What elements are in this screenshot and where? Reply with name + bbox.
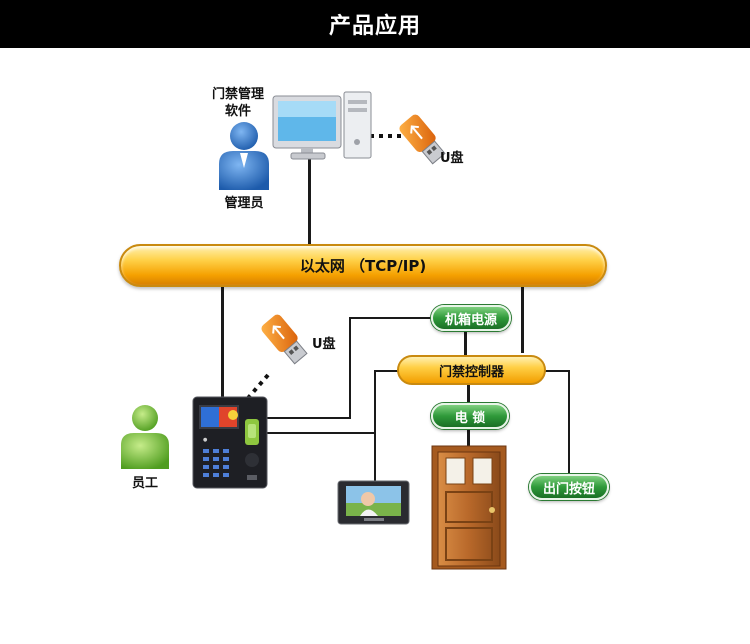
wire-terminal-to-monitor (265, 432, 376, 434)
wire-power-vertical (349, 317, 351, 418)
video-monitor-icon (337, 480, 410, 525)
power-supply-node: 机箱电源 (431, 305, 511, 331)
wire-controller-left-v (374, 370, 376, 482)
wire-controller-left-h (374, 370, 398, 372)
usb-drive-icon (261, 314, 308, 365)
wire-controller-to-lock (467, 385, 470, 403)
admin-label: 管理员 (224, 196, 264, 211)
wire-pc-to-bus (308, 158, 311, 246)
employee-person-icon (121, 405, 169, 469)
wire-power-horizontal (349, 317, 431, 319)
employee-label: 员工 (131, 476, 158, 491)
wire-terminal-to-power (265, 417, 351, 419)
exit-button-node: 出门按钮 (529, 474, 609, 500)
wire-controller-right-h (545, 370, 570, 372)
wire-controller-right-v (568, 370, 570, 474)
usb-mid-label: U盘 (312, 337, 336, 352)
ethernet-bus: 以太网 （TCP/IP) (119, 244, 607, 287)
door-icon (431, 445, 507, 570)
admin-person-icon (219, 122, 269, 190)
software-label: 门禁管理 软件 (211, 87, 264, 119)
usb-drive-icon (399, 114, 446, 165)
svg-text:●: ● (203, 437, 208, 443)
computer-icon (272, 91, 372, 160)
wire-power-to-controller (464, 331, 467, 355)
electric-lock-node: 电 锁 (431, 403, 509, 429)
page-title: 产品应用 (0, 0, 750, 48)
usb-top-label: U盘 (440, 151, 464, 166)
wire-bus-to-controller (521, 287, 524, 353)
fingerprint-terminal-icon: ● (192, 396, 268, 489)
wire-lock-to-door (467, 427, 470, 447)
wire-bus-to-terminal (221, 287, 224, 397)
access-controller-node: 门禁控制器 (397, 355, 546, 385)
